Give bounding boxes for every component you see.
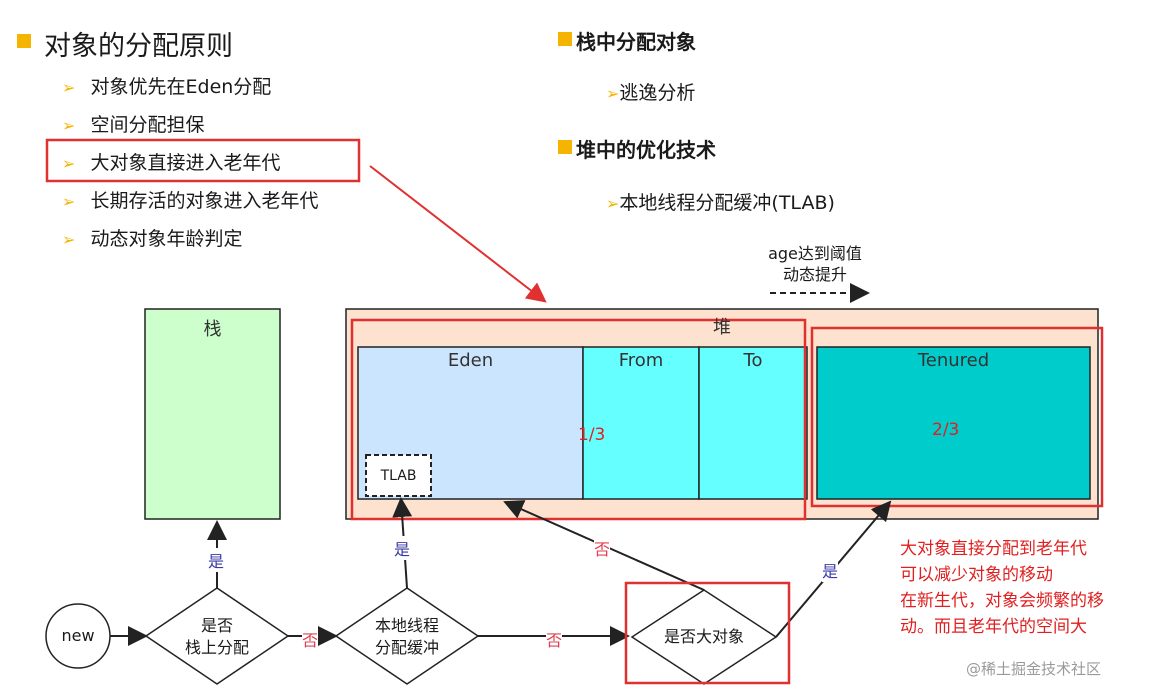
rule-item: ➢ 动态对象年龄判定 — [62, 228, 243, 250]
watermark: @稀土掘金技术社区 — [966, 660, 1102, 678]
highlight-large-object-rule — [45, 138, 361, 183]
yes-label: 是 — [394, 536, 411, 560]
old-ratio: 2/3 — [932, 420, 960, 440]
no-label: 否 — [546, 627, 563, 651]
yes-label: 是 — [822, 558, 839, 582]
arrow-bullet-icon: ➢ — [62, 154, 76, 173]
decision-stack-alloc — [144, 587, 290, 685]
tlab-label: TLAB — [380, 468, 417, 484]
stack-label: 栈 — [203, 319, 222, 340]
to-region — [698, 346, 808, 500]
bullet-square-icon — [558, 140, 572, 154]
arrow-bullet-icon: ➢ — [606, 84, 620, 103]
rules-title: 对象的分配原则 — [44, 31, 233, 62]
bullet-square-icon — [558, 32, 572, 46]
heap-label: 堆 — [713, 317, 731, 338]
stack-box — [144, 308, 281, 520]
highlight-young-gen — [350, 318, 807, 521]
young-ratio: 1/3 — [578, 425, 606, 445]
arrow-bullet-icon: ➢ — [62, 230, 76, 249]
explanation-note: 大对象直接分配到老年代 可以减少对象的移动 在新生代，对象会频繁的移 动。而且老… — [900, 539, 1104, 637]
tenured-region — [816, 346, 1091, 500]
heading-stack-allocation: 栈中分配对象 — [576, 30, 696, 54]
decision-tlab — [334, 587, 480, 685]
no-label: 否 — [594, 536, 611, 560]
tenured-label: Tenured — [917, 350, 990, 371]
decision-tlab-text: 本地线程 分配缓冲 — [374, 616, 439, 657]
rule-item: ➢ 大对象直接进入老年代 — [62, 152, 281, 174]
decision-large-object-text: 是否大对象 — [663, 627, 744, 646]
eden-label: Eden — [447, 350, 494, 371]
age-promotion-note: age达到阈值 动态提升 — [768, 244, 862, 284]
arrow-bullet-icon: ➢ — [62, 116, 76, 135]
sub-tlab: ➢本地线程分配缓冲(TLAB) — [606, 192, 835, 214]
rule-item: ➢ 空间分配担保 — [62, 114, 205, 136]
arrow-bullet-icon: ➢ — [62, 78, 76, 97]
sub-escape-analysis: ➢逃逸分析 — [606, 82, 696, 104]
highlight-old-gen — [810, 326, 1104, 508]
highlight-large-object-decision — [624, 581, 791, 685]
from-label: From — [618, 350, 664, 371]
new-label: new — [61, 626, 95, 645]
no-label: 否 — [302, 627, 319, 651]
arrow-bullet-icon: ➢ — [62, 192, 76, 211]
decision-stack-alloc-text: 是否 栈上分配 — [184, 616, 249, 657]
bullet-square-icon — [17, 34, 31, 48]
to-label: To — [743, 350, 763, 371]
tlab-box — [365, 454, 432, 497]
heading-heap-optimization: 堆中的优化技术 — [576, 138, 716, 162]
pointer-arrow — [369, 165, 547, 303]
yes-label: 是 — [208, 548, 225, 572]
from-region — [582, 346, 700, 500]
arrow-bullet-icon: ➢ — [606, 194, 620, 213]
rule-item: ➢ 对象优先在Eden分配 — [62, 76, 272, 98]
rule-item: ➢ 长期存活的对象进入老年代 — [62, 190, 319, 212]
